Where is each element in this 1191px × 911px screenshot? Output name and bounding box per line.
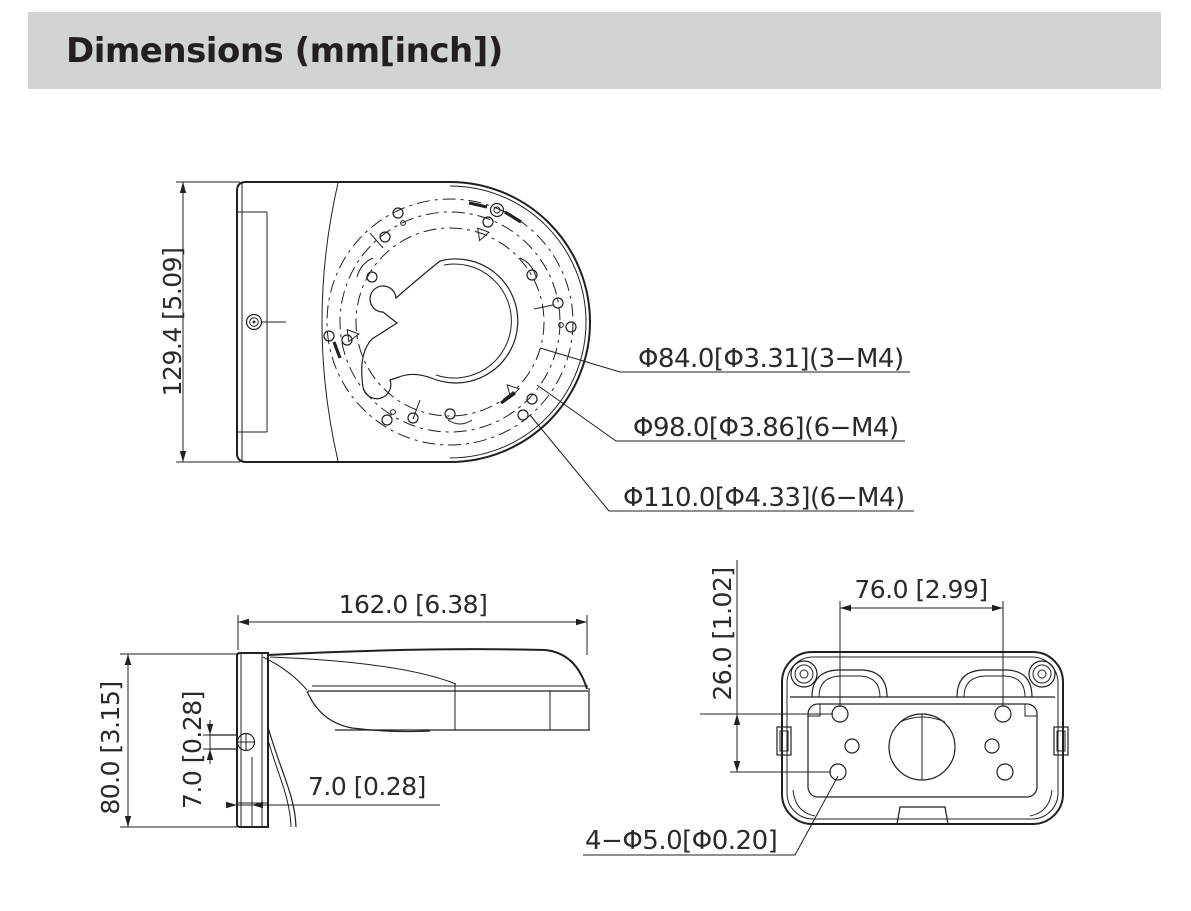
callout-84-text: Φ84.0[Φ3.31](3−M4)	[638, 344, 904, 374]
rear-inner-contour	[786, 656, 1059, 820]
side-length-dim-text: 162.0 [6.38]	[339, 590, 488, 619]
section-title: Dimensions (mm[inch])	[66, 30, 503, 71]
center-opening-inner-line	[435, 263, 512, 379]
callout-98-text: Φ98.0[Φ3.86](6−M4)	[633, 413, 899, 443]
mounting-holes	[323, 202, 577, 426]
bolt-circle-84	[355, 227, 545, 417]
callout-84: Φ84.0[Φ3.31](3−M4)	[539, 344, 910, 374]
rear-holes-callout: 4−Φ5.0[Φ0.20]	[583, 775, 839, 856]
rear-holes-callout-text: 4−Φ5.0[Φ0.20]	[585, 826, 777, 856]
rear-mount-plate	[807, 703, 1038, 798]
side-height-dimension: 80.0 [3.15]	[96, 653, 237, 828]
front-view-crease	[321, 182, 339, 462]
center-opening	[361, 258, 519, 400]
side-view: 162.0 [6.38] 80.0 [3.15]	[96, 590, 590, 828]
front-view: 129.4 [5.09]	[158, 181, 914, 513]
callout-110-text: Φ110.0[Φ4.33](6−M4)	[623, 483, 905, 513]
rear-side-clips	[776, 726, 1069, 756]
plate-thickness-dimension: 7.0 [0.28]	[226, 772, 440, 809]
rear-width-dim-text: 76.0 [2.99]	[854, 575, 987, 604]
screw-diameter-dim-text: 7.0 [0.28]	[178, 691, 207, 809]
rear-corner-screws	[790, 660, 1056, 688]
section-header-bar: Dimensions (mm[inch])	[28, 12, 1161, 89]
front-view-outline	[236, 181, 591, 463]
side-wall-plate	[236, 652, 269, 828]
rear-hole-spacing-dimension: 26.0 [1.02]	[700, 560, 833, 773]
wall-screw-icon	[245, 313, 286, 331]
rear-outline	[781, 651, 1064, 825]
bolt-circle-98	[339, 211, 561, 433]
side-height-dim-text: 80.0 [3.15]	[96, 681, 125, 814]
plate-thickness-dim-text: 7.0 [0.28]	[308, 772, 426, 801]
side-arm-gusset	[267, 690, 431, 828]
side-screw-icon	[210, 732, 256, 752]
rear-hole-spacing-dim-text: 26.0 [1.02]	[708, 567, 737, 700]
side-length-dimension: 162.0 [6.38]	[237, 590, 588, 655]
rear-center-hole	[888, 713, 956, 781]
arrow-down	[179, 451, 187, 462]
callout-98: Φ98.0[Φ3.86](6−M4)	[536, 384, 905, 443]
front-height-dim-text: 129.4 [5.09]	[158, 248, 187, 397]
rear-width-dimension: 76.0 [2.99]	[839, 575, 1004, 707]
screw-diameter-dimension: 7.0 [0.28]	[178, 691, 214, 809]
rear-top-slots	[790, 669, 1055, 698]
rear-view: 76.0 [2.99] 26.0 [1.02] 4−Φ5.0[Φ0.20]	[583, 560, 1069, 856]
front-height-dimension: 129.4 [5.09]	[158, 181, 240, 463]
callout-110: Φ110.0[Φ4.33](6−M4)	[529, 414, 914, 513]
side-mount-head	[262, 648, 590, 731]
orientation-markers	[332, 201, 554, 425]
rear-bottom-details	[792, 789, 1053, 825]
front-view-inner-contour	[449, 185, 587, 459]
arrow-up	[179, 182, 187, 193]
bolt-circle-110	[326, 198, 574, 446]
